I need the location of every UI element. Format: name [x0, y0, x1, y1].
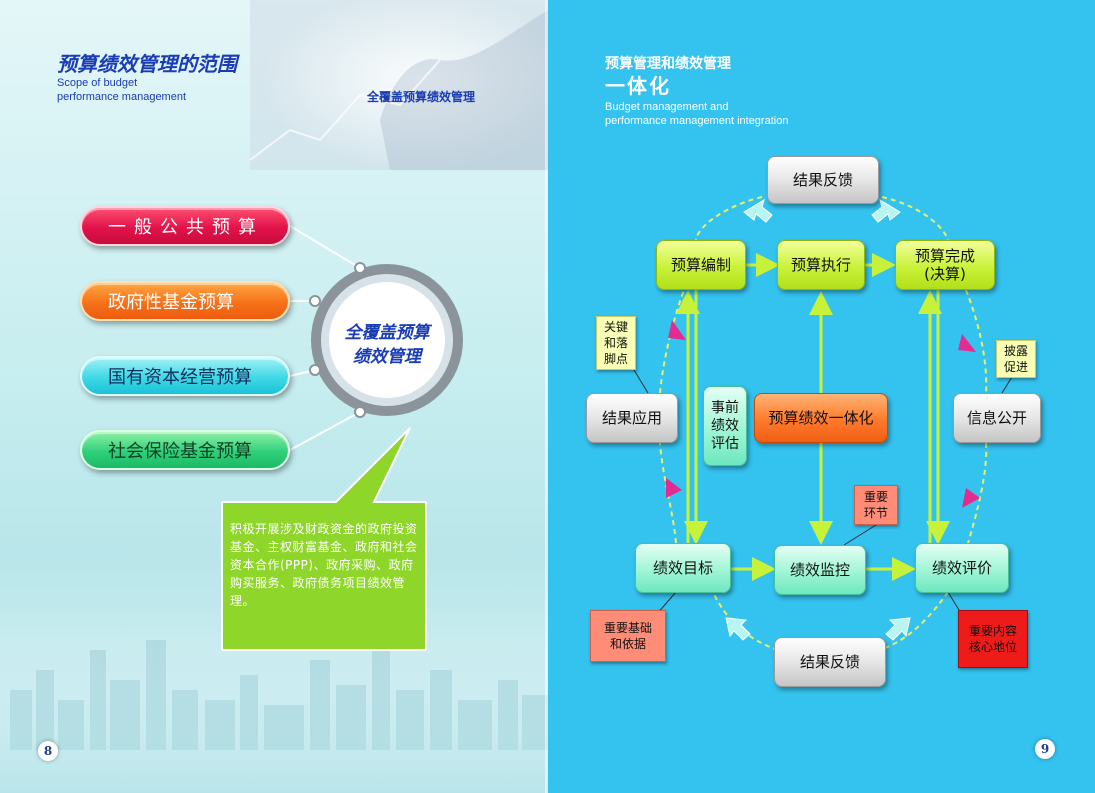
- node-perf-monitor: 绩效监控: [774, 545, 866, 595]
- ring-dot-2: [309, 295, 321, 307]
- tag-important-line2: 环节: [863, 506, 888, 520]
- tag-important: 重要 环节: [854, 485, 898, 525]
- tag-key: 关键 和落 脚点: [596, 316, 636, 370]
- ring-label-line1: 全覆盖预算: [344, 323, 430, 343]
- left-title: 预算绩效管理的范围: [57, 52, 237, 76]
- cyan-arrow-bottom-right: [885, 617, 911, 641]
- ring-label-line2: 绩效管理: [353, 347, 421, 367]
- flow-connectors: [633, 196, 1013, 651]
- node-feedback-top: 结果反馈: [767, 156, 879, 204]
- tag-important-line1: 重要: [863, 490, 888, 504]
- tag-key-line3: 脚点: [603, 352, 628, 366]
- cyan-arrow-top-right: [871, 198, 901, 223]
- hand-silhouette: [380, 10, 548, 170]
- tag-line-disclose: [1001, 376, 1013, 394]
- node-pre-eval-line2: 绩效: [711, 418, 739, 434]
- tag-core-line2: 核心地位: [968, 640, 1017, 654]
- node-perf-target: 绩效目标: [635, 543, 731, 593]
- node-budget-prep: 预算编制: [656, 240, 746, 290]
- node-perf-eval: 绩效评价: [915, 543, 1009, 593]
- tag-key-line1: 关键: [603, 320, 628, 334]
- left-title-en-line2: performance management: [57, 91, 187, 103]
- right-title-line2: 一体化: [605, 74, 671, 98]
- tag-core: 重要内容 核心地位: [958, 610, 1028, 668]
- node-budget-done-line1: 预算完成: [914, 247, 975, 265]
- node-feedback-bottom: 结果反馈: [774, 637, 886, 687]
- cyan-arrow-bottom-left: [725, 617, 751, 641]
- tag-disclose-line2: 促进: [1003, 360, 1028, 374]
- node-info-public: 信息公开: [953, 393, 1041, 443]
- page-number-left: 8: [38, 741, 58, 761]
- node-budget-done: 预算完成 (决算): [895, 240, 995, 290]
- pink-arrow-right-upper: [958, 334, 976, 352]
- ring-dot-4: [354, 406, 366, 418]
- tag-basis: 重要基础 和依据: [590, 610, 666, 662]
- tag-disclose-line1: 披露: [1003, 344, 1028, 358]
- chart-line-decoration: [249, 59, 441, 161]
- node-center: 预算绩效一体化: [754, 393, 888, 443]
- category-social-insurance-budget: 社会保险基金预算: [80, 430, 290, 470]
- callout-bubble: [221, 427, 427, 651]
- pink-arrow-left-lower: [666, 478, 682, 498]
- tag-disclose: 披露 促进: [996, 340, 1036, 378]
- category-government-fund-budget: 政府性基金预算: [80, 281, 290, 321]
- callout-text: 积极开展涉及财政资金的政府投资基金、主权财富基金、政府和社会资本合作(PPP)、…: [230, 522, 418, 608]
- left-page-background-art: [0, 0, 548, 793]
- category-state-capital-budget: 国有资本经营预算: [80, 356, 290, 396]
- node-pre-eval-line3: 评估: [711, 436, 739, 452]
- tag-basis-line1: 重要基础: [603, 621, 652, 635]
- connector-4: [289, 411, 361, 451]
- connector-1: [289, 225, 361, 269]
- tag-line-key: [633, 369, 649, 394]
- right-page: 预算管理和绩效管理 一体化 Budget management and perf…: [548, 0, 1095, 793]
- node-budget-exec: 预算执行: [777, 240, 865, 290]
- ring-inner: [329, 282, 445, 398]
- page-number-right: 9: [1035, 739, 1055, 759]
- tag-core-line1: 重要内容: [968, 624, 1017, 638]
- tag-basis-line2: 和依据: [609, 637, 646, 651]
- right-title-line1: 预算管理和绩效管理: [605, 56, 731, 72]
- node-pre-eval-line1: 事前: [711, 400, 739, 416]
- pink-arrow-right-lower: [962, 488, 980, 508]
- category-general-public-budget: 一般公共预算: [80, 206, 290, 246]
- node-result-apply: 结果应用: [586, 393, 678, 443]
- node-pre-eval: 事前 绩效 评估: [703, 386, 747, 466]
- tag-key-line2: 和落: [603, 336, 628, 350]
- ring-dot-1: [354, 262, 366, 274]
- tag-line-important: [843, 524, 877, 546]
- node-budget-done-line2: (决算): [924, 265, 966, 283]
- cyan-arrow-top-left: [743, 198, 773, 223]
- left-subtitle: 全覆盖预算绩效管理: [367, 90, 476, 104]
- left-title-en-line1: Scope of budget: [57, 77, 138, 89]
- pink-arrow-left-upper: [668, 320, 686, 340]
- right-title-en-line1: Budget management and: [605, 101, 729, 113]
- right-title-en-line2: performance management integration: [605, 115, 789, 127]
- left-page: 预算绩效管理的范围 Scope of budget performance ma…: [0, 0, 548, 793]
- ring-dot-3: [309, 364, 321, 376]
